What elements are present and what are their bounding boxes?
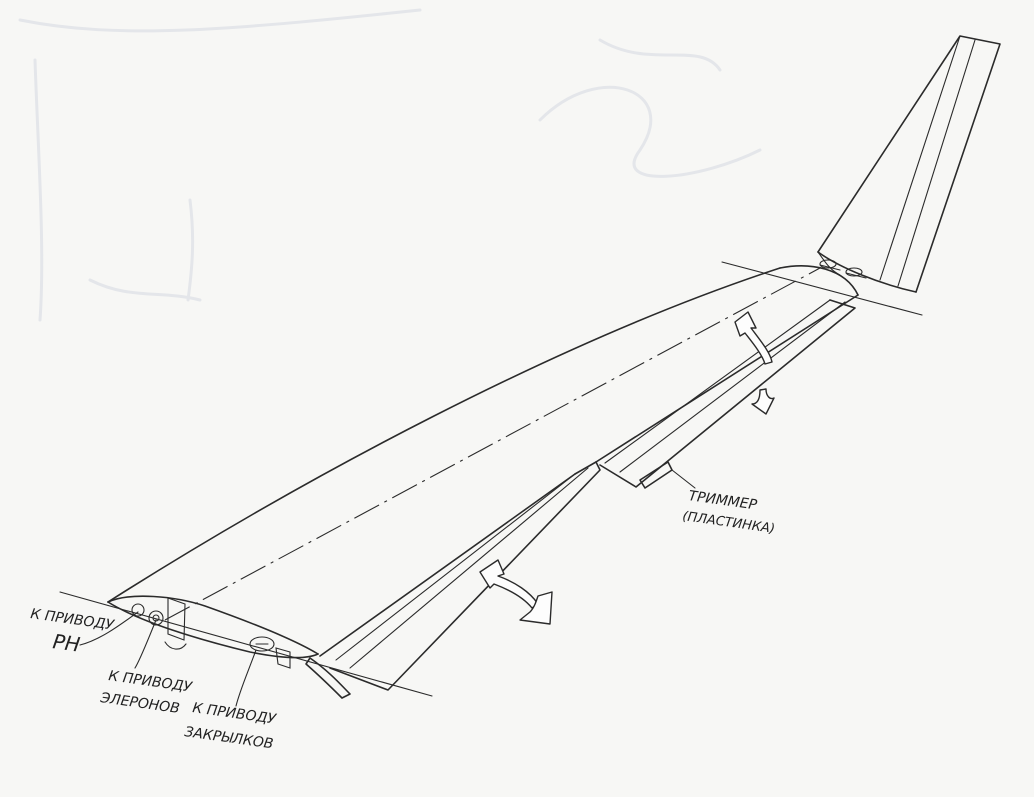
- tip-reference-line: [721, 261, 923, 316]
- aileron-drive-label-2: ЭЛЕРОНОВ: [98, 690, 180, 717]
- flap-deflection-arrow: [479, 559, 553, 625]
- trimmer-label: ТРИММЕР: [687, 488, 758, 514]
- flap-drive-label-2: ЗАКРЫЛКОВ: [183, 724, 274, 752]
- aileron-drive-label-1: К ПРИВОДУ: [107, 668, 194, 696]
- root-fittings: [131, 597, 351, 699]
- rudder-drive-port-icon: [131, 603, 145, 617]
- erased-marks: [18, 8, 762, 322]
- winglet: [817, 35, 1001, 293]
- trimmer-note-label: (ПЛАСТИНКА): [681, 509, 775, 537]
- aileron-deflection-arrow: [734, 311, 775, 415]
- rudder-drive-label-1: К ПРИВОДУ: [29, 606, 116, 634]
- trim-tab: [639, 461, 696, 489]
- leader-lines: [79, 611, 257, 707]
- wing-outline: [107, 265, 859, 659]
- flap-drive-port-icon: [249, 636, 275, 652]
- flap: [329, 461, 601, 691]
- flap-drive-label-1: К ПРИВОДУ: [191, 700, 278, 728]
- aileron: [599, 299, 856, 488]
- aileron-drive-port-icon: [148, 610, 164, 626]
- rudder-drive-label-2: РН: [51, 629, 81, 657]
- root-reference-line: [59, 591, 433, 697]
- wing-axis: [164, 267, 821, 621]
